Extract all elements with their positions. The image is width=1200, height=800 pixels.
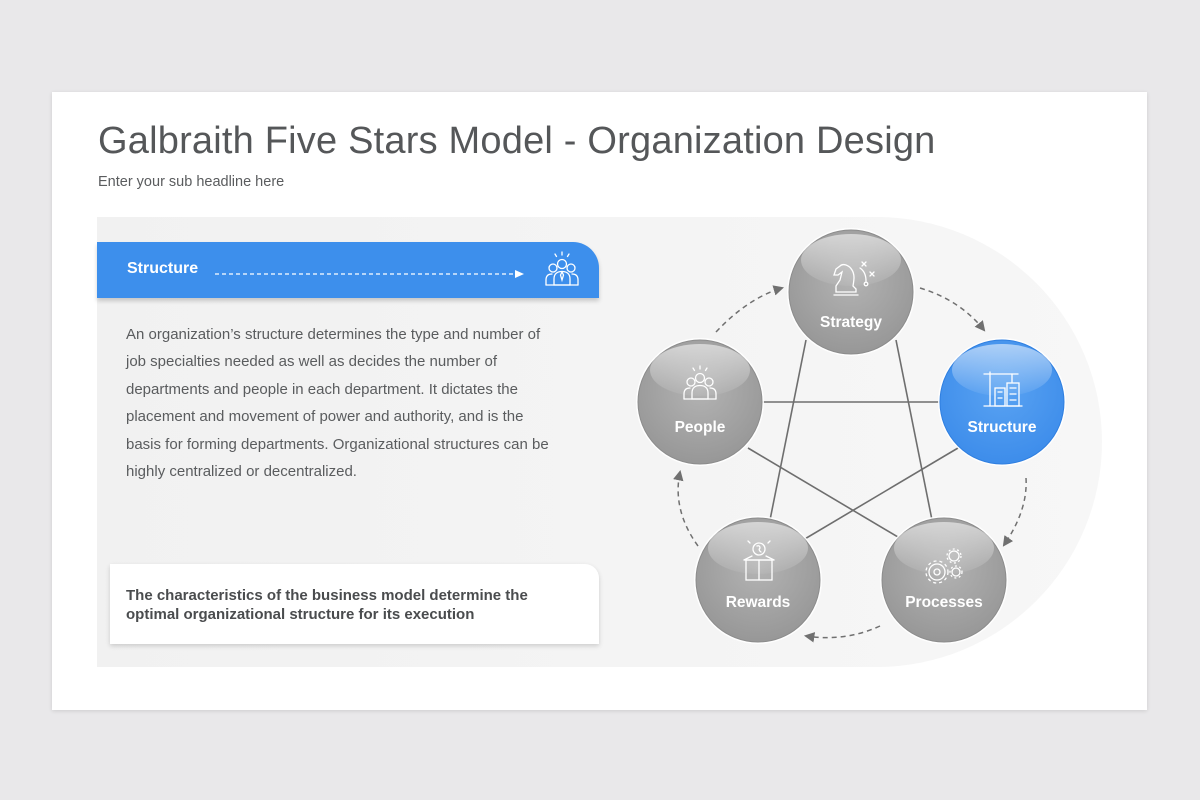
- arrow-processes-rewards: [803, 625, 881, 643]
- banner-label: Structure: [127, 260, 199, 277]
- cycle-arrows: [673, 285, 1027, 643]
- callout-box: The characteristics of the business mode…: [110, 564, 599, 644]
- team-icon: [545, 251, 579, 286]
- node-label-structure: Structure: [968, 419, 1037, 436]
- slide-subtitle: Enter your sub headline here: [98, 174, 285, 190]
- arrow-people-strategy: [715, 285, 785, 333]
- slide-title: Galbraith Five Stars Model - Organizatio…: [98, 120, 936, 162]
- arrow-structure-processes: [1002, 477, 1027, 547]
- dashed-arrow-icon: [215, 270, 524, 278]
- arrow-rewards-people: [673, 469, 699, 547]
- node-processes: Processes: [880, 516, 1008, 644]
- gears-icon: [925, 548, 963, 584]
- node-strategy: Strategy: [787, 228, 915, 356]
- team-icon: [683, 365, 717, 400]
- node-structure: Structure: [938, 338, 1066, 466]
- building-crane-icon: [983, 371, 1023, 407]
- gift-box-icon: [743, 540, 775, 581]
- node-rewards: Rewards: [694, 516, 822, 644]
- structure-description: An organization’s structure determines t…: [126, 326, 549, 481]
- node-label-rewards: Rewards: [726, 594, 791, 611]
- node-label-strategy: Strategy: [820, 314, 882, 331]
- callout-text: The characteristics of the business mode…: [126, 587, 528, 623]
- node-label-processes: Processes: [905, 594, 983, 611]
- arrow-strategy-structure: [919, 287, 986, 332]
- structure-banner: Structure: [97, 242, 599, 298]
- node-label-people: People: [675, 419, 726, 436]
- node-people: People: [636, 338, 764, 466]
- chess-knight-icon: [833, 261, 875, 296]
